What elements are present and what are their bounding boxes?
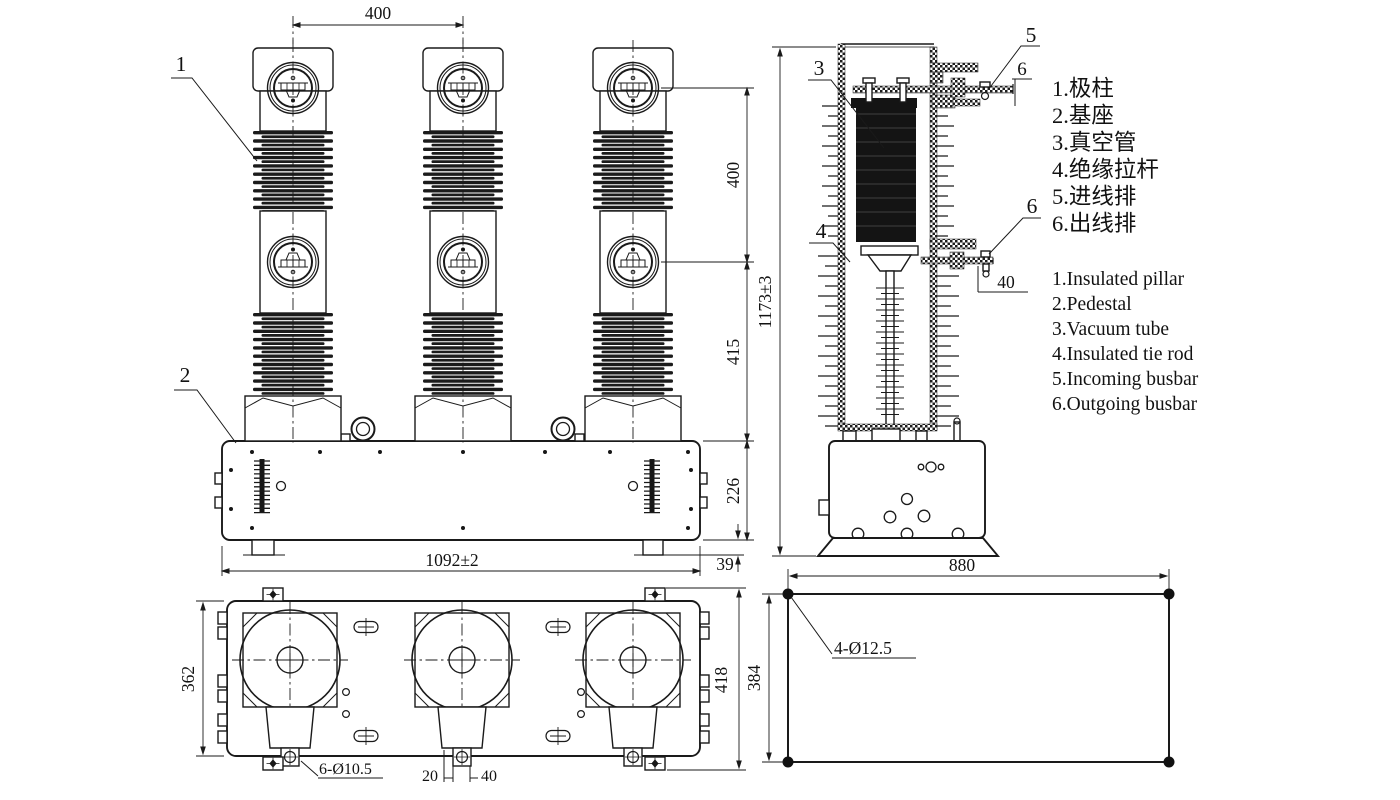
- dim-lower-text: 415: [723, 339, 743, 366]
- foot-left: [251, 539, 275, 556]
- lifting-eye-right: [550, 416, 576, 442]
- dim-busbar-thickness-text: 6: [1017, 59, 1027, 80]
- pole-1: [245, 40, 341, 443]
- legend-en-1: 1.Insulated pillar: [1052, 269, 1185, 290]
- bottom-view: 362 418 6-Ø10.5 20 40: [178, 587, 746, 785]
- dim-pole-pitch: 400: [291, 3, 465, 44]
- callout-outgoing-busbar-text: 6: [1027, 194, 1038, 218]
- label-mount-holes-text: 6-Ø10.5: [319, 761, 372, 778]
- outgoing-busbar: [920, 238, 994, 278]
- pillar-wall-right: [929, 82, 938, 431]
- side-pedestal: [815, 440, 1001, 557]
- dim-upper-text: 400: [723, 162, 743, 189]
- callout-outgoing-busbar: 6: [988, 194, 1041, 255]
- dim-hole-pitch-text: 40: [481, 768, 497, 785]
- front-view: 400 400 415 226 1092±2 39: [171, 3, 754, 576]
- pole-3: [585, 40, 681, 443]
- dim-plan-width: 880: [787, 555, 1170, 591]
- callout-tie-rod-text: 4: [816, 219, 827, 243]
- legend-cn-3: 3.真空管: [1052, 130, 1136, 155]
- edge-tabs: [217, 611, 710, 744]
- dim-hole-offset-pitch: 20 40: [422, 750, 497, 785]
- dim-plan-depth-text: 384: [744, 665, 764, 692]
- dim-pole-pitch-text: 400: [365, 3, 392, 23]
- legend-en-5: 5.Incoming busbar: [1052, 369, 1199, 390]
- dim-overall-depth-text: 418: [711, 667, 731, 694]
- pedestal: [214, 433, 744, 556]
- callout-vacuum-tube: 3: [808, 56, 885, 149]
- legend-en-6: 6.Outgoing busbar: [1052, 394, 1198, 415]
- dim-depth-text: 362: [178, 666, 198, 692]
- callout-pedestal: 2: [174, 363, 237, 444]
- legend: 1.极柱 2.基座 3.真空管 4.绝缘拉杆 5.进线排 6.出线排 1.Ins…: [1052, 76, 1199, 415]
- mounting-plan: 880 4-Ø12.5 384: [744, 555, 1175, 768]
- legend-en-2: 2.Pedestal: [1052, 294, 1132, 315]
- legend-en-3: 3.Vacuum tube: [1052, 319, 1169, 340]
- callout-tie-rod: 4: [809, 219, 851, 263]
- callout-vacuum-tube-text: 3: [814, 56, 825, 80]
- pedestal-rivets: [229, 450, 693, 530]
- dim-total-height-text: 1173±3: [755, 275, 775, 328]
- dim-plan-width-text: 880: [949, 555, 976, 575]
- label-mount-holes: 6-Ø10.5: [300, 760, 383, 779]
- callout-insulated-pillar: 1: [171, 52, 258, 162]
- label-corner-holes: 4-Ø12.5: [790, 596, 916, 659]
- side-view: 6 5 40 6: [755, 23, 1041, 557]
- dim-base-width: 1092±2: [220, 546, 702, 576]
- dim-base-width-text: 1092±2: [425, 550, 478, 570]
- mounting-holes: [782, 588, 1175, 768]
- label-corner-holes-text: 4-Ø12.5: [834, 638, 892, 658]
- pole-2: [415, 40, 511, 443]
- callout-pillar-text: 1: [176, 52, 187, 76]
- legend-cn-6: 6.出线排: [1052, 211, 1136, 236]
- dim-plan-depth: 384: [744, 593, 784, 763]
- dim-foot-height: 39: [703, 524, 744, 574]
- legend-cn-4: 4.绝缘拉杆: [1052, 157, 1159, 182]
- lifting-eye-left: [350, 416, 376, 442]
- dim-hole-offset-text: 20: [422, 768, 438, 785]
- dim-busbar-drop-text: 40: [997, 272, 1015, 292]
- dim-total-height: 1173±3: [755, 46, 836, 557]
- insulated-tie-rod: [860, 245, 919, 427]
- dim-busbar-thickness: 6: [1012, 59, 1032, 106]
- dim-depth: 362: [178, 600, 224, 757]
- callout-incoming-busbar: 5: [990, 23, 1040, 87]
- incoming-busbar: [852, 62, 1014, 109]
- callout-pedestal-text: 2: [180, 363, 191, 387]
- vacuum-tube-body: [856, 100, 916, 242]
- legend-cn-1: 1.极柱: [1052, 76, 1114, 101]
- dim-overall-depth: 418: [666, 587, 746, 771]
- dim-right-stack: 400 415 226: [661, 86, 754, 542]
- legend-cn-2: 2.基座: [1052, 103, 1114, 128]
- callout-incoming-busbar-text: 5: [1026, 23, 1037, 47]
- dim-base-height-text: 226: [723, 478, 743, 505]
- legend-cn-5: 5.进线排: [1052, 184, 1136, 209]
- dim-foot-height-text: 39: [716, 554, 734, 574]
- mounting-rect: [787, 593, 1170, 763]
- dim-busbar-drop: 40: [977, 266, 1028, 293]
- foot-right: [642, 539, 664, 556]
- pillar-wall-left: [837, 43, 846, 431]
- legend-en-4: 4.Insulated tie rod: [1052, 344, 1194, 365]
